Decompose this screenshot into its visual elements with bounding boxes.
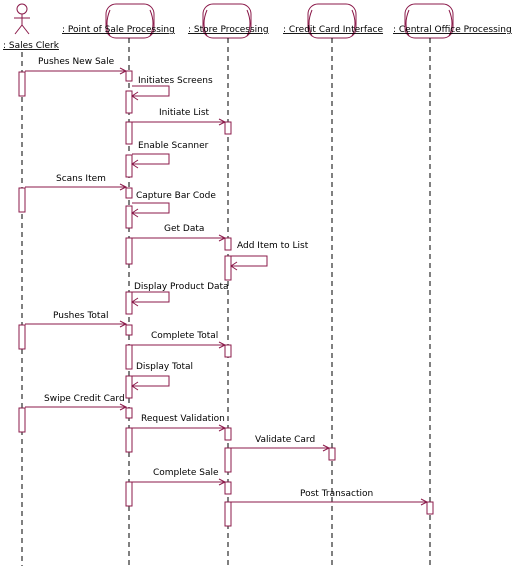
sales-clerk-actor-icon [14, 3, 30, 35]
activation-bar [125, 344, 133, 370]
activation-bar [224, 427, 232, 441]
pos-object-icon [105, 3, 155, 39]
activation-bar [18, 187, 26, 213]
activation-bar [125, 324, 133, 336]
activation-bar [125, 375, 133, 399]
message-display-total: Display Total [131, 362, 193, 391]
activation-bar [224, 255, 232, 281]
activation-bar [224, 344, 232, 358]
message-label: Pushes New Sale [38, 57, 115, 67]
message-capture-bar-code: Capture Bar Code [131, 191, 216, 218]
activation-bar [224, 121, 232, 135]
central-object-icon [404, 3, 454, 39]
activation-bar [328, 447, 336, 461]
message-label: Complete Sale [153, 468, 219, 478]
activation-bar [125, 70, 133, 82]
message-enable-scanner: Enable Scanner [131, 141, 209, 169]
sales-clerk-label: : Sales Clerk [3, 41, 60, 51]
activation-bar [125, 237, 133, 265]
message-label: Initiates Screens [138, 76, 213, 86]
activation-bar [125, 427, 133, 453]
message-label: Validate Card [255, 435, 315, 445]
message-complete-sale: Complete Sale [132, 468, 227, 486]
store-object-label: : Store Processing [188, 25, 269, 35]
cci-object-label: : Credit Card Interface [283, 25, 383, 35]
message-display-product-data: Display Product Data [131, 282, 229, 307]
message-label: Pushes Total [53, 311, 108, 321]
activation-bars [18, 70, 434, 527]
activation-bar [125, 291, 133, 315]
message-initiate-list: Initiate List [132, 108, 227, 126]
message-pushes-total: Pushes Total [25, 311, 128, 328]
message-label: Request Validation [141, 414, 225, 424]
message-label: Enable Scanner [138, 141, 209, 151]
message-label: Display Product Data [134, 282, 229, 292]
message-post-transaction: Post Transaction [231, 489, 429, 506]
message-get-data: Get Data [132, 224, 227, 242]
message-complete-total: Complete Total [132, 331, 227, 349]
activation-bar [125, 154, 133, 178]
message-label: Scans Item [56, 174, 106, 184]
activation-bar [426, 501, 434, 515]
message-pushes-new-sale: Pushes New Sale [25, 57, 128, 75]
pos-object-label: : Point of Sale Processing [62, 25, 175, 35]
message-validate-card: Validate Card [231, 435, 331, 452]
message-label: Capture Bar Code [136, 191, 216, 201]
activation-bar [18, 407, 26, 433]
store-object-icon [202, 3, 252, 39]
activation-bar [125, 407, 133, 419]
message-initiates-screens: Initiates Screens [131, 76, 213, 101]
message-label: Add Item to List [237, 241, 309, 251]
activation-bar [125, 187, 133, 199]
message-label: Initiate List [159, 108, 210, 118]
activation-bar [18, 324, 26, 350]
activation-bar [18, 71, 26, 97]
central-object-label: : Central Office Processing [393, 25, 512, 35]
message-label: Swipe Credit Card [44, 394, 125, 404]
activation-bar [224, 447, 232, 473]
message-label: Get Data [164, 224, 204, 234]
message-request-validation: Request Validation [132, 414, 227, 432]
activation-bar [125, 481, 133, 507]
activation-bar [224, 481, 232, 495]
activation-bar [125, 121, 133, 145]
activation-bar [224, 237, 232, 251]
activation-bar [125, 205, 133, 229]
message-label: Display Total [136, 362, 193, 372]
activation-bar [224, 501, 232, 527]
message-label: Post Transaction [300, 489, 373, 499]
message-label: Complete Total [151, 331, 218, 341]
message-scans-item: Scans Item [25, 174, 128, 191]
message-swipe-credit-card: Swipe Credit Card [25, 394, 128, 411]
activation-bar [125, 90, 133, 114]
message-add-item-to-list: Add Item to List [230, 241, 309, 271]
